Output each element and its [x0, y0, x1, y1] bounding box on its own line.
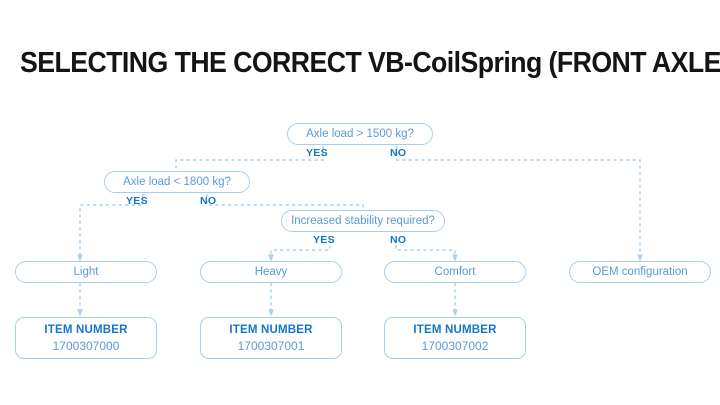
branch-label-d1-yes: YES — [306, 147, 328, 159]
branch-label-d2-yes: YES — [126, 195, 148, 207]
branch-label-d1-no: NO — [390, 147, 407, 159]
wire-d1-yes — [175, 146, 324, 171]
item-number-value: 1700307001 — [237, 338, 305, 353]
result-label: Comfort — [434, 266, 476, 278]
result-light[interactable]: Light — [15, 261, 157, 283]
decision-label: Axle load < 1800 kg? — [123, 176, 231, 188]
item-number-title: ITEM NUMBER — [413, 323, 497, 336]
branch-label-d2-no: NO — [200, 195, 217, 207]
result-heavy[interactable]: Heavy — [200, 261, 342, 283]
decision-increased-stability[interactable]: Increased stability required? — [281, 210, 445, 232]
result-label: Light — [73, 266, 99, 278]
branch-label-d3-no: NO — [390, 234, 407, 246]
item-number-value: 1700307000 — [52, 338, 120, 353]
item-number-box-comfort[interactable]: ITEM NUMBER 1700307002 — [384, 317, 526, 359]
branch-label-d3-yes: YES — [313, 234, 335, 246]
item-number-title: ITEM NUMBER — [44, 323, 128, 336]
decision-label: Increased stability required? — [291, 215, 435, 227]
result-comfort[interactable]: Comfort — [384, 261, 526, 283]
result-label: Heavy — [254, 266, 288, 278]
decision-axle-load-1800[interactable]: Axle load < 1800 kg? — [104, 171, 250, 193]
decision-axle-load-1500[interactable]: Axle load > 1500 kg? — [287, 123, 433, 145]
item-number-title: ITEM NUMBER — [229, 323, 313, 336]
result-label: OEM configuration — [592, 266, 688, 278]
item-number-box-heavy[interactable]: ITEM NUMBER 1700307001 — [200, 317, 342, 359]
item-number-value: 1700307002 — [421, 338, 489, 353]
item-number-box-light[interactable]: ITEM NUMBER 1700307000 — [15, 317, 157, 359]
page-title: SELECTING THE CORRECT VB-CoilSpring (FRO… — [20, 47, 720, 79]
decision-label: Axle load > 1500 kg? — [306, 128, 414, 140]
result-oem-configuration[interactable]: OEM configuration — [569, 261, 711, 283]
wire-d1-no — [396, 146, 643, 262]
